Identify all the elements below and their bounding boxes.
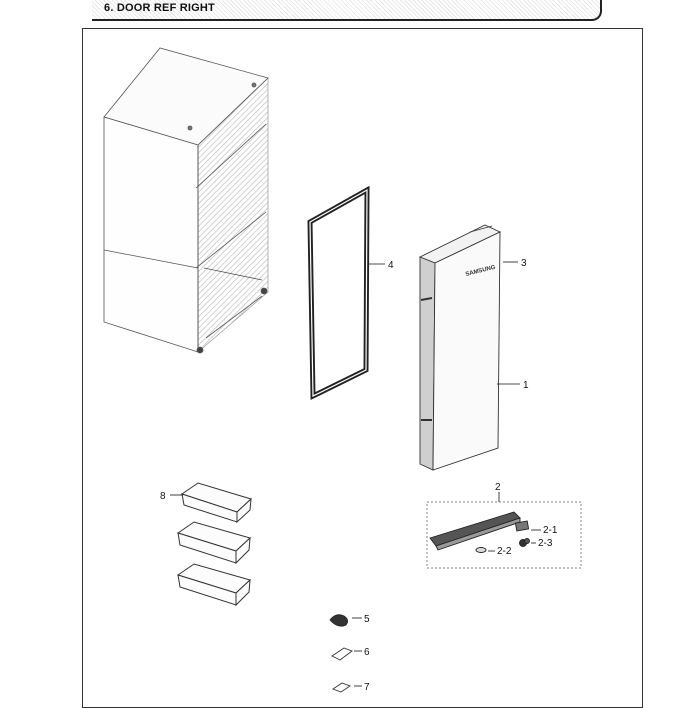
part-6-cap: [331, 647, 353, 661]
door-guard-bin: [176, 521, 251, 565]
refrigerator-door: [418, 224, 502, 471]
refrigerator-cabinet: [103, 47, 269, 354]
door-guard-bin: [180, 482, 252, 524]
door-guard-bin: [176, 563, 251, 607]
callout-6: 6: [364, 647, 370, 658]
assembly-group-box: [426, 501, 582, 569]
part-7-cap: [332, 682, 351, 693]
callout-1: 1: [523, 380, 529, 391]
header-bar: [92, 0, 602, 21]
callout-2: 2: [495, 482, 501, 493]
page-title: 6. DOOR REF RIGHT: [104, 2, 215, 14]
callout-2-2: 2-2: [497, 546, 512, 557]
door-gasket: [307, 185, 385, 400]
callout-5: 5: [364, 614, 370, 625]
door-guard-bins: [176, 482, 252, 607]
callout-3: 3: [521, 258, 527, 269]
callout-7: 7: [364, 682, 370, 693]
callout-2-3: 2-3: [538, 538, 553, 549]
part-5-clip: [329, 614, 348, 627]
hinge-cap-assembly: [429, 511, 530, 553]
callout-4: 4: [388, 260, 394, 271]
callout-2-1: 2-1: [543, 525, 558, 536]
callout-8: 8: [160, 491, 166, 502]
